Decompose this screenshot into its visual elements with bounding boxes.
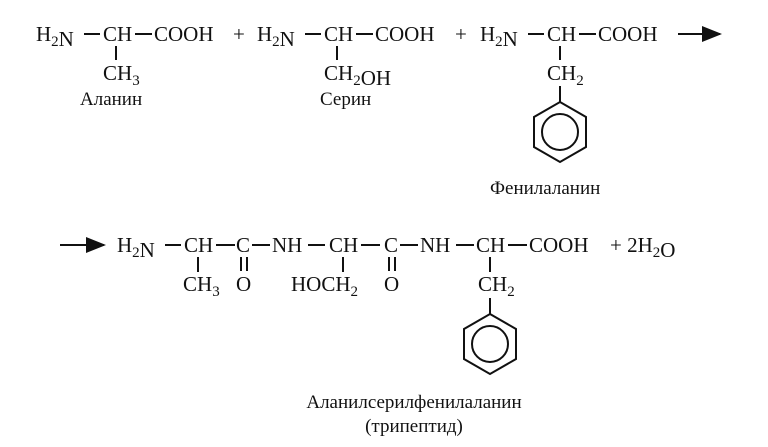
- product-type: (трипептид): [365, 416, 463, 437]
- product-carbonyl-2: C: [384, 233, 398, 257]
- product-acid: COOH: [529, 233, 589, 257]
- product-side-chain-3: CH2: [478, 272, 515, 300]
- reactant-phenylalanine: H2N CH COOH CH2 Фенилаланин: [480, 22, 658, 199]
- phenylalanine-side-chain: CH2: [547, 61, 584, 89]
- product-name: Аланилсерилфенилаланин: [306, 392, 521, 413]
- plus-sign: +: [233, 22, 245, 46]
- phenylalanine-name: Фенилаланин: [490, 178, 600, 199]
- benzene-ring: [533, 100, 587, 164]
- product-oxygen-1: O: [236, 272, 251, 296]
- product-amide-1: NH: [272, 233, 302, 257]
- alanine-side-chain: CH3: [103, 61, 140, 89]
- serine-acid: COOH: [375, 22, 435, 46]
- plus-sign: +: [455, 22, 467, 46]
- reactant-serine: H2N CH COOH CH2OH Серин: [257, 22, 435, 110]
- product-alpha-1: CH: [184, 233, 213, 257]
- serine-amine: H2N: [257, 22, 295, 51]
- serine-name: Серин: [320, 89, 371, 110]
- alanine-amine: H2N: [36, 22, 74, 51]
- alanine-acid: COOH: [154, 22, 214, 46]
- phenylalanine-acid: COOH: [598, 22, 658, 46]
- product-tripeptide: H2N CH C NH CH C NH CH COOH + 2H2O CH3 O…: [117, 233, 675, 437]
- phenylalanine-amine: H2N: [480, 22, 518, 51]
- alanine-alpha: CH: [103, 22, 132, 46]
- serine-alpha: CH: [324, 22, 353, 46]
- benzene-ring: [463, 312, 517, 376]
- product-amide-2: NH: [420, 233, 450, 257]
- product-alpha-2: CH: [329, 233, 358, 257]
- serine-side-chain: CH2OH: [324, 61, 391, 90]
- product-side-chain-2: HOCH2: [291, 272, 358, 300]
- product-water: + 2H2O: [610, 233, 675, 262]
- reactant-alanine: H2N CH COOH CH3 Аланин: [36, 22, 214, 110]
- product-oxygen-2: O: [384, 272, 399, 296]
- phenylalanine-alpha: CH: [547, 22, 576, 46]
- alanine-name: Аланин: [80, 89, 142, 110]
- product-amine: H2N: [117, 233, 155, 262]
- product-alpha-3: CH: [476, 233, 505, 257]
- product-carbonyl-1: C: [236, 233, 250, 257]
- product-side-chain-1: CH3: [183, 272, 220, 300]
